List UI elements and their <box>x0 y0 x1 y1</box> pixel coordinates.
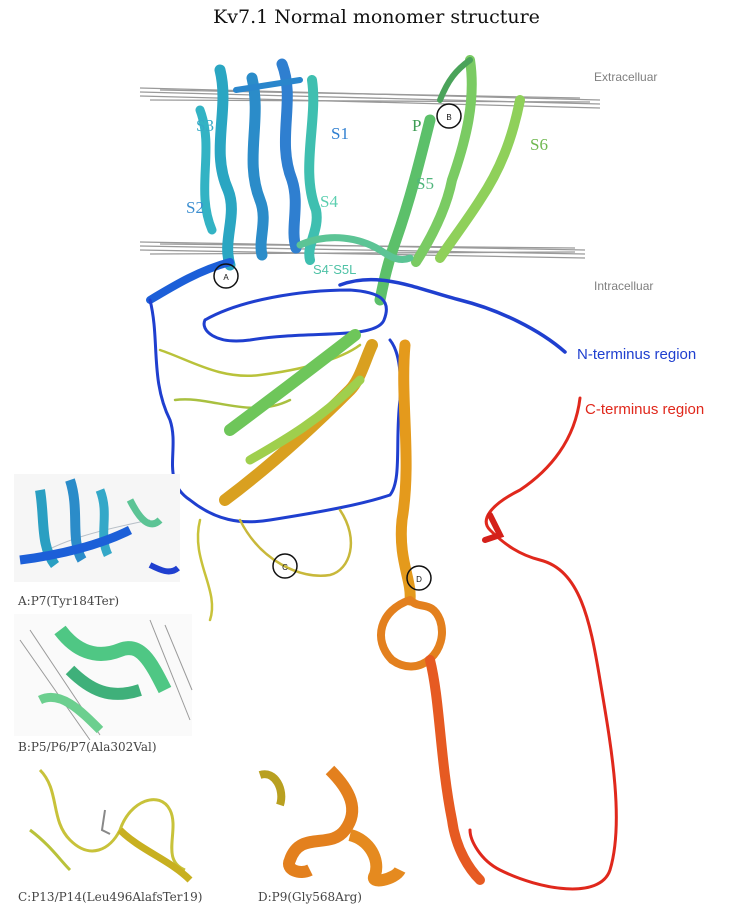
s3-label: S3 <box>196 116 214 135</box>
marker-a-label: A <box>223 273 229 282</box>
caption-b: B:P5/P6/P7(Ala302Val) <box>18 740 157 754</box>
pore-domain-helices <box>374 55 525 306</box>
caption-c: C:P13/P14(Leu496AlafsTer19) <box>18 890 203 904</box>
inset-b-image <box>14 614 193 741</box>
s2-label: S2 <box>186 198 204 217</box>
p-label: P <box>412 116 422 135</box>
s4-s5-linker-label: S4ˉS5L <box>313 262 357 277</box>
caption-a: A:P7(Tyr184Ter) <box>18 594 120 608</box>
inset-a-image <box>14 474 180 582</box>
s1-label: S1 <box>331 124 349 143</box>
marker-d: D <box>406 565 432 591</box>
marker-c-label: C <box>282 563 288 572</box>
marker-d-label: D <box>416 575 422 584</box>
s5-label: S5 <box>416 174 434 193</box>
s6-label: S6 <box>530 135 548 154</box>
extracellular-membrane-plane <box>139 87 601 109</box>
marker-c: C <box>272 553 298 579</box>
marker-a: A <box>213 263 239 289</box>
c-terminal-helix <box>377 339 485 885</box>
n-terminus-label: N-terminus region <box>577 346 697 363</box>
diagram-title: Kv7.1 Normal monomer structure <box>213 6 540 28</box>
linkers <box>146 234 567 622</box>
c-terminus-label: C-terminus region <box>585 401 705 418</box>
voltage-sensor-helices <box>195 58 322 271</box>
inset-c-image <box>29 768 193 883</box>
cytoplasmic-helices <box>219 329 378 506</box>
caption-d: D:P9(Gly568Arg) <box>258 890 362 904</box>
s4-label: S4 <box>320 192 338 211</box>
extracellular-label: Extracelluar <box>594 70 658 84</box>
marker-b: B <box>436 103 462 129</box>
intracellular-label: Intracelluar <box>594 279 654 293</box>
inset-d-image <box>258 765 406 887</box>
marker-b-label: B <box>446 113 451 122</box>
c-terminus-ribbon <box>468 396 618 891</box>
